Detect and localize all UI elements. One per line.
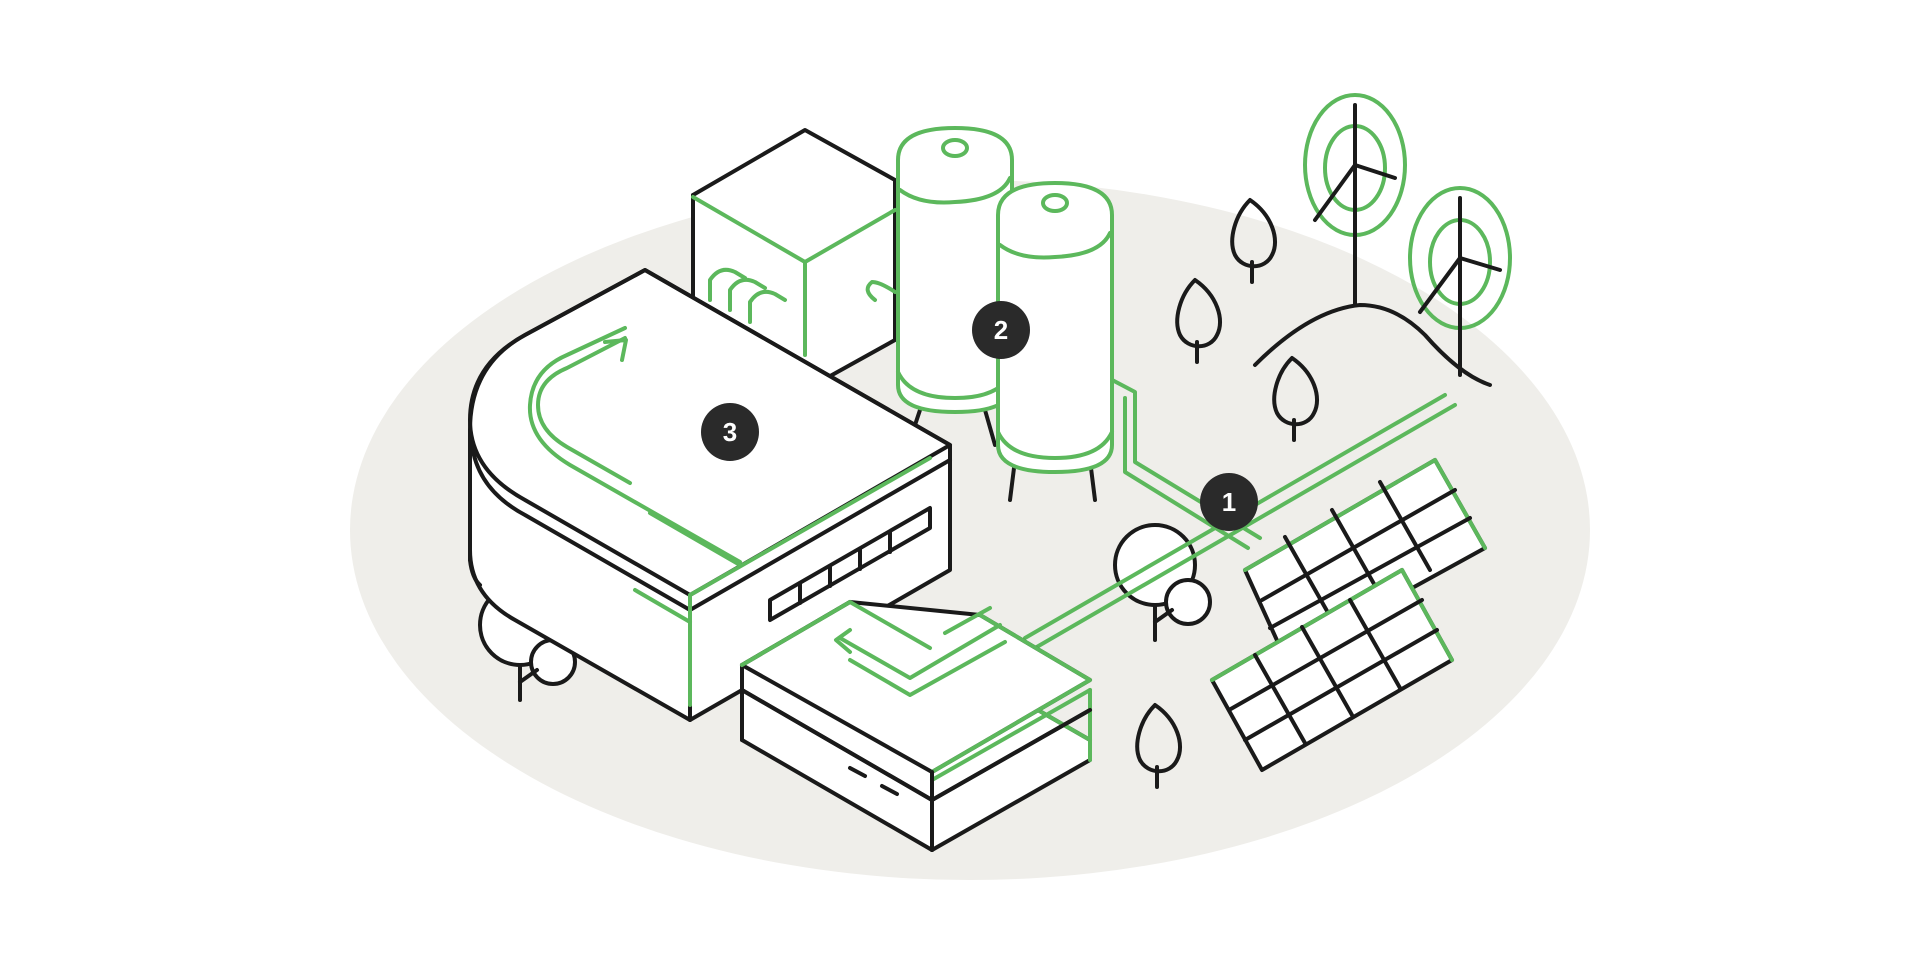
wind-turbines — [1253, 93, 1512, 387]
battery-unit-icon — [740, 600, 1092, 852]
badge-1-label: 1 — [1222, 487, 1236, 517]
badge-1: 1 — [1200, 473, 1258, 531]
hill-line — [1253, 303, 1492, 387]
solar-panel-icon — [1243, 458, 1487, 660]
badge-3-label: 3 — [723, 417, 737, 447]
tree-icon — [1230, 198, 1277, 284]
badge-3: 3 — [701, 403, 759, 461]
tree-icon — [1135, 703, 1182, 789]
badge-2: 2 — [972, 301, 1030, 359]
storage-tank-icon — [996, 181, 1114, 502]
wind-turbine-icon — [1303, 93, 1407, 307]
wind-turbine-icon — [1408, 186, 1512, 377]
tree-icon — [1272, 356, 1319, 442]
solar-panels — [1210, 458, 1487, 772]
flow-arrow-icon — [838, 623, 1002, 680]
badge-2-label: 2 — [994, 315, 1008, 345]
tree-icon — [1113, 523, 1212, 642]
solar-panel-icon — [1210, 568, 1454, 772]
factory-building — [468, 268, 952, 722]
storage-tank-icon — [896, 126, 1014, 447]
flow-arrow-icon — [536, 336, 632, 485]
tree-icon — [1175, 278, 1222, 364]
